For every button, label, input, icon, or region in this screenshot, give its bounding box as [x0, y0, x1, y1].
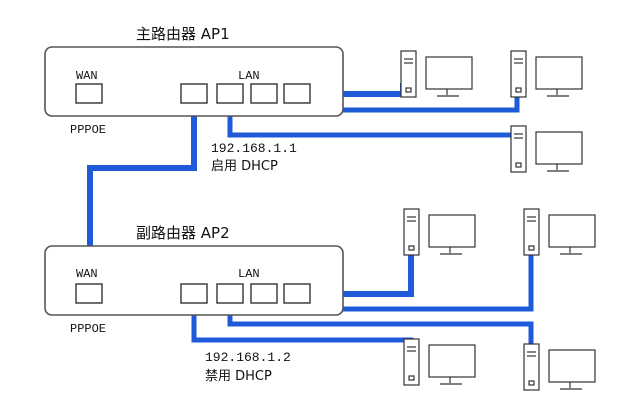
router-ap1-lan-port-2	[216, 83, 244, 104]
router-ap1-lan-label: LAN	[238, 69, 260, 83]
router-ap2-ip: 192.168.1.2	[205, 350, 291, 365]
computer-icon	[510, 50, 583, 98]
router-ap2-pppoe-label: PPPOE	[70, 322, 106, 336]
router-ap1-lan-port-4	[283, 83, 311, 104]
computer-icon	[403, 338, 476, 386]
computer-icon	[523, 208, 596, 256]
computer-icon	[403, 208, 476, 256]
router-ap2-lan-port-4	[283, 283, 311, 304]
router-ap2-lan-port-1	[180, 283, 208, 304]
computer-icon	[510, 125, 583, 173]
router-ap1: 主路由器 AP1 WAN LAN PPPOE 192.168.1.1 启用 DH…	[44, 25, 344, 174]
router-ap2-lan-port-2	[216, 283, 244, 304]
router-ap1-lan-port-3	[250, 83, 278, 104]
router-ap1-wan-label: WAN	[76, 69, 98, 83]
computer-icon	[400, 50, 473, 98]
router-ap1-lan-port-1	[180, 83, 208, 104]
computer-icon	[523, 343, 596, 391]
cable-ap2-pc6	[191, 301, 414, 343]
router-ap2-lan-label: LAN	[238, 267, 260, 281]
router-ap2: 副路由器 AP2 WAN LAN PPPOE 192.168.1.2 禁用 DH…	[44, 224, 344, 384]
router-ap1-dhcp: 启用 DHCP	[211, 159, 278, 174]
cable-ap1-ap2-uplink	[87, 101, 197, 268]
router-ap1-ip: 192.168.1.1	[211, 141, 297, 156]
router-ap2-title: 副路由器 AP2	[136, 224, 230, 242]
router-ap1-wan-port	[75, 83, 103, 104]
router-ap1-title: 主路由器 AP1	[136, 25, 230, 43]
router-ap1-pppoe-label: PPPOE	[70, 123, 106, 137]
router-ap2-dhcp: 禁用 DHCP	[205, 369, 272, 384]
router-ap2-wan-port	[75, 283, 103, 304]
router-ap2-wan-label: WAN	[76, 267, 98, 281]
router-ap2-lan-port-3	[250, 283, 278, 304]
